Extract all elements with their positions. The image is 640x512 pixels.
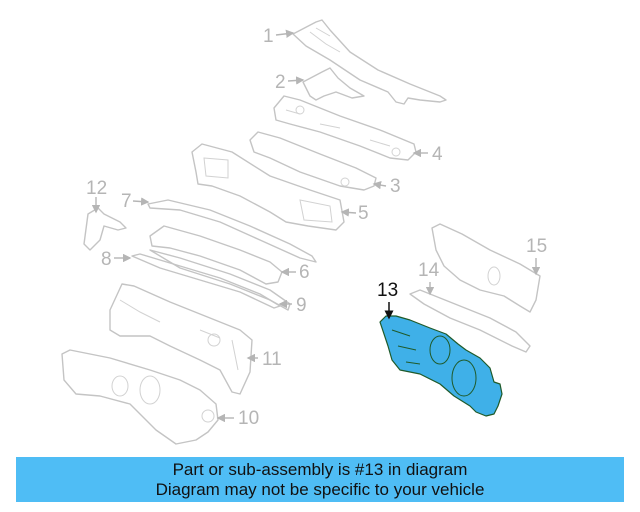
callout-15: 15	[526, 236, 547, 257]
part-1-cowl-vent-panel[interactable]	[292, 19, 447, 105]
part-10-dash-insulator[interactable]	[61, 349, 219, 445]
part-15-insulator[interactable]	[431, 223, 541, 313]
callout-1: 1	[263, 26, 274, 47]
part-4-upper-cowl-panel[interactable]	[273, 95, 417, 161]
callout-5: 5	[358, 203, 369, 224]
part-7-seal-strip[interactable]	[147, 199, 317, 263]
callout-2: 2	[275, 72, 286, 93]
callout-12: 12	[86, 178, 107, 199]
part-2-cowl-bracket[interactable]	[302, 67, 365, 101]
part-3-cowl-panel[interactable]	[249, 131, 377, 191]
callout-9: 9	[296, 295, 307, 316]
callout-3: 3	[390, 176, 401, 197]
part-6-wiper-bracket[interactable]	[149, 225, 283, 285]
callout-13: 13	[377, 280, 398, 301]
callout-4: 4	[432, 144, 443, 165]
part-9-seal[interactable]	[149, 249, 291, 311]
part-5-plenum-panel[interactable]	[191, 143, 345, 231]
callout-8: 8	[101, 249, 112, 270]
callout-arrows	[91, 29, 541, 423]
callout-7: 7	[121, 191, 132, 212]
part-12-bracket[interactable]	[83, 207, 127, 251]
part-8-seal[interactable]	[131, 253, 281, 309]
banner-line-disclaimer: Diagram may not be specific to your vehi…	[155, 479, 485, 499]
callout-14: 14	[418, 260, 440, 281]
callout-6: 6	[299, 262, 310, 283]
part-13-dash-insulator-highlighted[interactable]	[379, 315, 503, 417]
part-11-dash-panel[interactable]	[109, 283, 253, 395]
part-14-reinforcement[interactable]	[409, 289, 531, 353]
banner-line-part-number: Part or sub-assembly is #13 in diagram	[172, 459, 468, 479]
callout-10: 10	[238, 408, 259, 429]
callout-11: 11	[262, 349, 282, 370]
info-banner: Part or sub-assembly is #13 in diagram D…	[16, 457, 624, 502]
